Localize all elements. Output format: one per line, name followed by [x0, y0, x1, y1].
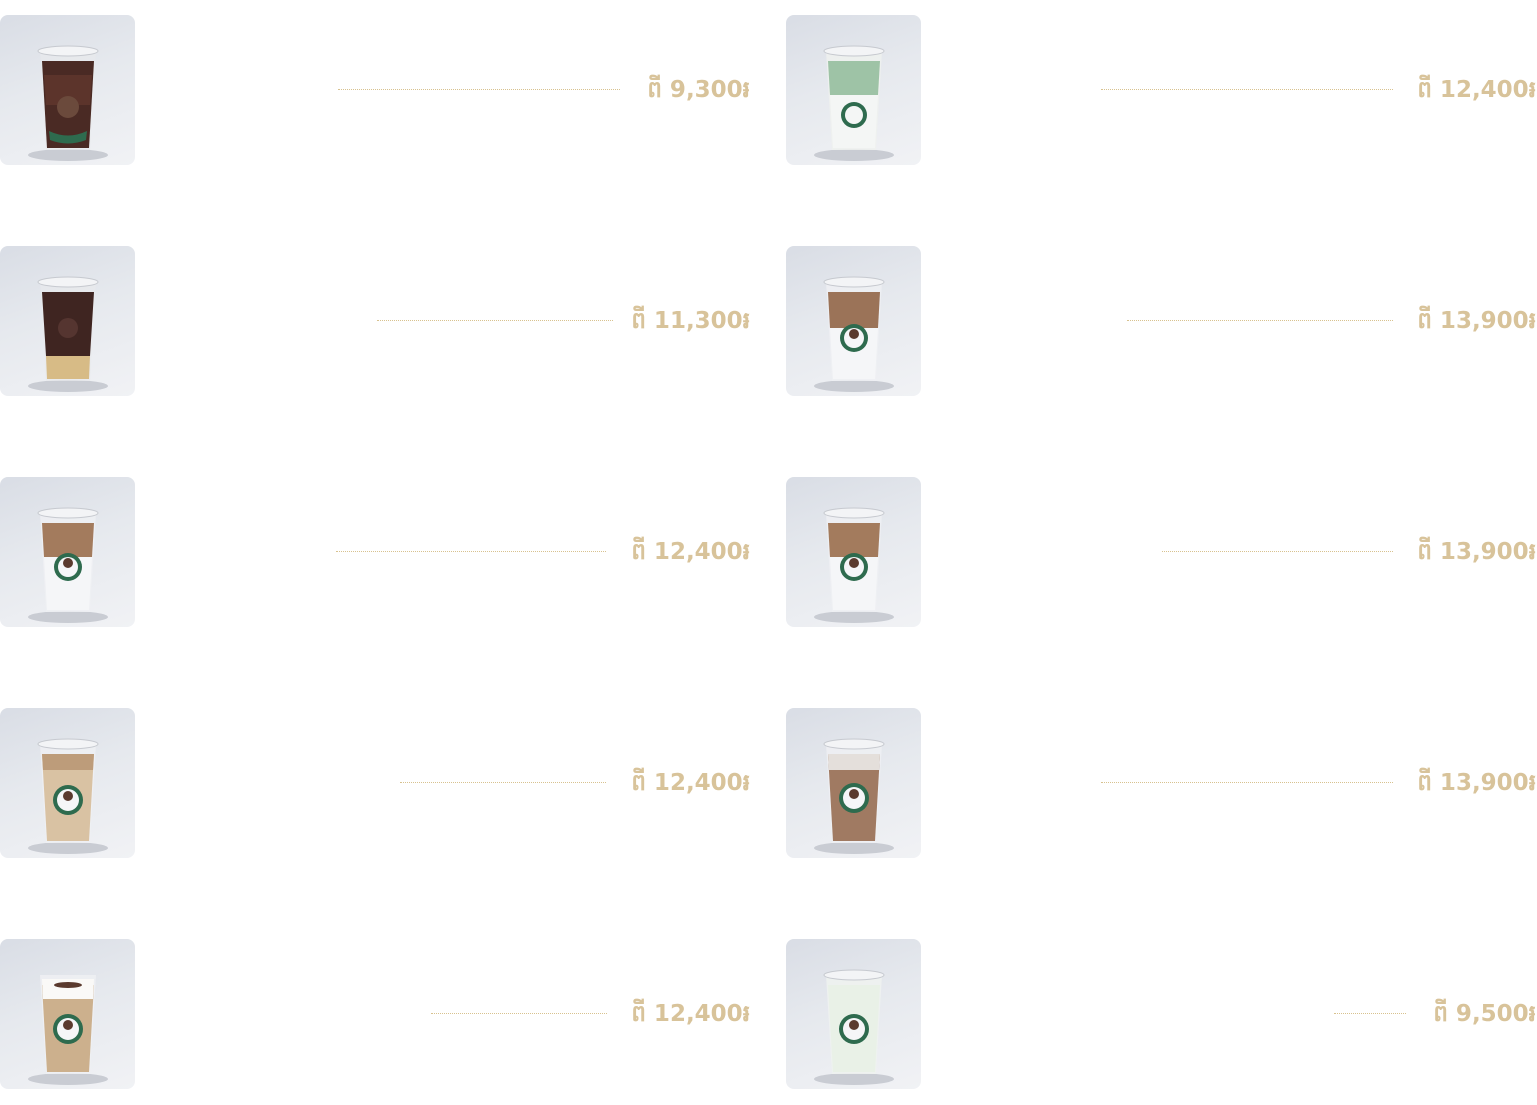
menu-item[interactable]: ពី 12,400៛: [0, 939, 750, 1089]
menu-item[interactable]: ពី 9,500៛: [786, 939, 1536, 1089]
menu-item[interactable]: ពី 13,900៛: [786, 708, 1536, 858]
iced-cappuccino-cup-icon: [28, 738, 108, 854]
drink-price: ពី 12,400៛: [1417, 77, 1536, 103]
dotted-leader: [1127, 320, 1393, 321]
drink-price: ពី 13,900៛: [1417, 308, 1536, 334]
drink-price: ពី 13,900៛: [1417, 770, 1536, 796]
dotted-leader: [377, 320, 613, 321]
menu-item[interactable]: ពី 13,900៛: [786, 477, 1536, 627]
drink-thumbnail[interactable]: [0, 477, 135, 627]
dotted-leader: [1101, 89, 1393, 90]
iced-milk-cup-icon: [814, 969, 894, 1085]
dotted-leader: [400, 782, 606, 783]
menu-item[interactable]: ពី 12,400៛: [0, 708, 750, 858]
drink-thumbnail[interactable]: [786, 939, 921, 1089]
drink-price: ពី 13,900៛: [1417, 539, 1536, 565]
drink-price: ពី 11,300៛: [631, 308, 750, 334]
drink-price: ពី 12,400៛: [631, 539, 750, 565]
drink-thumbnail[interactable]: [786, 477, 921, 627]
drink-thumbnail[interactable]: [0, 708, 135, 858]
drink-price: ពី 9,500៛: [1433, 1001, 1536, 1027]
iced-latte-cup-icon: [814, 276, 894, 392]
dotted-leader: [1334, 1013, 1406, 1014]
drink-thumbnail[interactable]: [786, 15, 921, 165]
iced-foam-cappuccino-cup-icon: [28, 975, 108, 1085]
iced-mocha-cup-icon: [814, 738, 894, 854]
dotted-leader: [336, 551, 606, 552]
iced-matcha-latte-cup-icon: [814, 45, 894, 161]
iced-latte-cup-icon: [28, 507, 108, 623]
iced-honey-americano-cup-icon: [28, 276, 108, 392]
iced-latte-cup-icon: [814, 507, 894, 623]
dotted-leader: [1101, 782, 1393, 783]
dotted-leader: [431, 1013, 607, 1014]
drink-thumbnail[interactable]: [786, 246, 921, 396]
drink-thumbnail[interactable]: [0, 15, 135, 165]
menu-item[interactable]: ពី 11,300៛: [0, 246, 750, 396]
drink-price: ពី 12,400៛: [631, 1001, 750, 1027]
dotted-leader: [338, 89, 620, 90]
drink-thumbnail[interactable]: [0, 939, 135, 1089]
menu-item[interactable]: ពី 12,400៛: [786, 15, 1536, 165]
drink-thumbnail[interactable]: [786, 708, 921, 858]
menu-item[interactable]: ពី 12,400៛: [0, 477, 750, 627]
drink-price: ពី 12,400៛: [631, 770, 750, 796]
dotted-leader: [1162, 551, 1393, 552]
menu-item[interactable]: ពី 13,900៛: [786, 246, 1536, 396]
iced-americano-cup-icon: [28, 45, 108, 161]
drink-thumbnail[interactable]: [0, 246, 135, 396]
menu-item[interactable]: ពី 9,300៛: [0, 15, 750, 165]
drink-price: ពី 9,300៛: [647, 77, 750, 103]
